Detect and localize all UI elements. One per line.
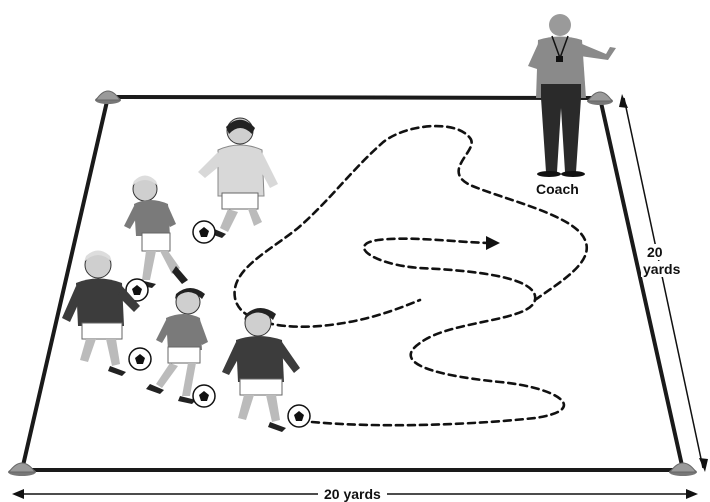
dribble-path-outer xyxy=(235,129,586,425)
dribble-path xyxy=(310,237,566,427)
soccer-ball-icon xyxy=(128,347,152,371)
cone-icon xyxy=(587,91,613,105)
side-length-value: 20 xyxy=(645,244,665,260)
dimension-arrow-right xyxy=(619,94,708,472)
bottom-length-label: 20 yards xyxy=(318,487,387,501)
player-icon xyxy=(222,308,300,432)
arrow-head-icon xyxy=(486,236,500,250)
player-icon xyxy=(62,250,140,376)
player-icon xyxy=(146,288,208,404)
coach-icon xyxy=(528,14,616,177)
soccer-ball-icon xyxy=(125,278,149,302)
soccer-ball-icon xyxy=(192,220,216,244)
dribble-path-long xyxy=(233,124,588,328)
soccer-ball-icon xyxy=(192,384,216,408)
cone-icon xyxy=(669,462,697,476)
cone-icon xyxy=(95,90,121,104)
cone-icon xyxy=(8,462,36,476)
coach-label: Coach xyxy=(536,181,579,197)
side-length-unit: yards xyxy=(641,261,683,277)
player-icon xyxy=(124,175,188,288)
soccer-ball-icon xyxy=(287,404,311,428)
player-icon xyxy=(198,117,278,238)
